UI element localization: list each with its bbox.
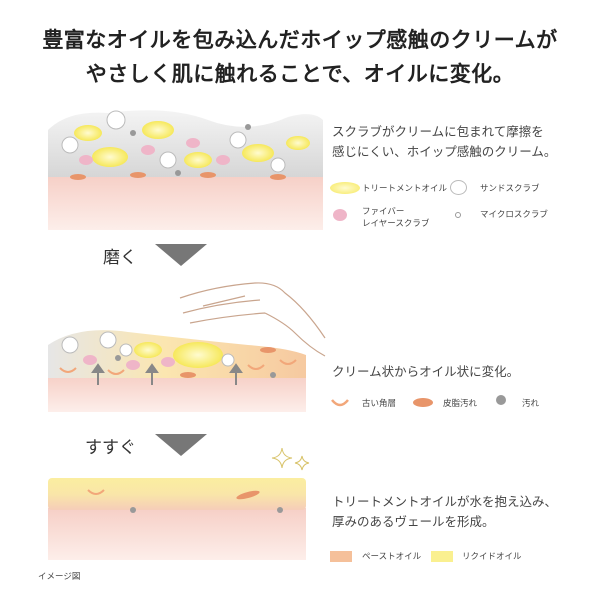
headline-line1: 豊富なオイルを包み込んだホイップ感触のクリームが	[42, 28, 558, 52]
legend-old-corneum: 古い角層	[362, 399, 397, 409]
sand-scrubs	[61, 110, 286, 173]
down-arrow-icon	[155, 434, 207, 456]
legend-sand-scrub: サンドスクラブ	[480, 184, 540, 194]
step-rub-label: 磨く	[103, 248, 137, 268]
dirt-icon	[496, 395, 506, 405]
stage1-description-line2: 感じにくい、ホイップ感触のクリーム。	[332, 144, 557, 159]
micro-scrub-icon	[455, 212, 461, 218]
stage2-illustration	[48, 330, 306, 412]
legend-paste-oil: ペーストオイル	[362, 552, 422, 562]
fiber-scrub-icon	[333, 209, 347, 221]
legend-fiber-line2: レイヤースクラブ	[362, 219, 430, 229]
treatment-oil-swatch-icon	[330, 182, 360, 194]
treatment-oil-drops	[74, 121, 310, 168]
sebum-icon	[413, 398, 433, 407]
sebum	[70, 172, 286, 180]
paste-oil-swatch-icon	[330, 551, 352, 562]
down-arrow-icon	[155, 244, 207, 266]
legend-micro-scrub: マイクロスクラブ	[480, 210, 548, 220]
stage1-description-line1: スクラブがクリームに包まれて摩擦を	[332, 124, 544, 139]
image-note: イメージ図	[38, 572, 81, 582]
headline-line2: やさしく肌に触れることで、オイルに変化。	[85, 62, 515, 86]
stage3-description-line2: 厚みのあるヴェールを形成。	[332, 514, 495, 529]
stage2-description: クリーム状からオイル状に変化。	[332, 364, 520, 379]
stage3-illustration	[48, 478, 306, 560]
fiber-scrubs	[79, 138, 230, 165]
step-rinse-label: すすぐ	[85, 438, 136, 458]
legend-sebum: 皮脂汚れ	[443, 399, 478, 409]
legend-liquid-oil: リクイドオイル	[462, 552, 522, 562]
legend-dirt: 汚れ	[522, 399, 540, 409]
stage3-description-line1: トリートメントオイルが水を抱え込み、	[332, 494, 558, 509]
lift-arrows	[91, 363, 243, 385]
old-corneum-icon	[331, 399, 349, 407]
liquid-oil-swatch-icon	[431, 551, 453, 562]
stage1-illustration	[48, 110, 323, 230]
legend-fiber-line1: ファイバー	[362, 207, 405, 217]
hand-icon	[179, 282, 326, 357]
legend-treatment-oil: トリートメントオイル	[362, 184, 448, 194]
sand-scrub-icon	[450, 180, 467, 195]
sparkle-icon	[271, 447, 310, 471]
